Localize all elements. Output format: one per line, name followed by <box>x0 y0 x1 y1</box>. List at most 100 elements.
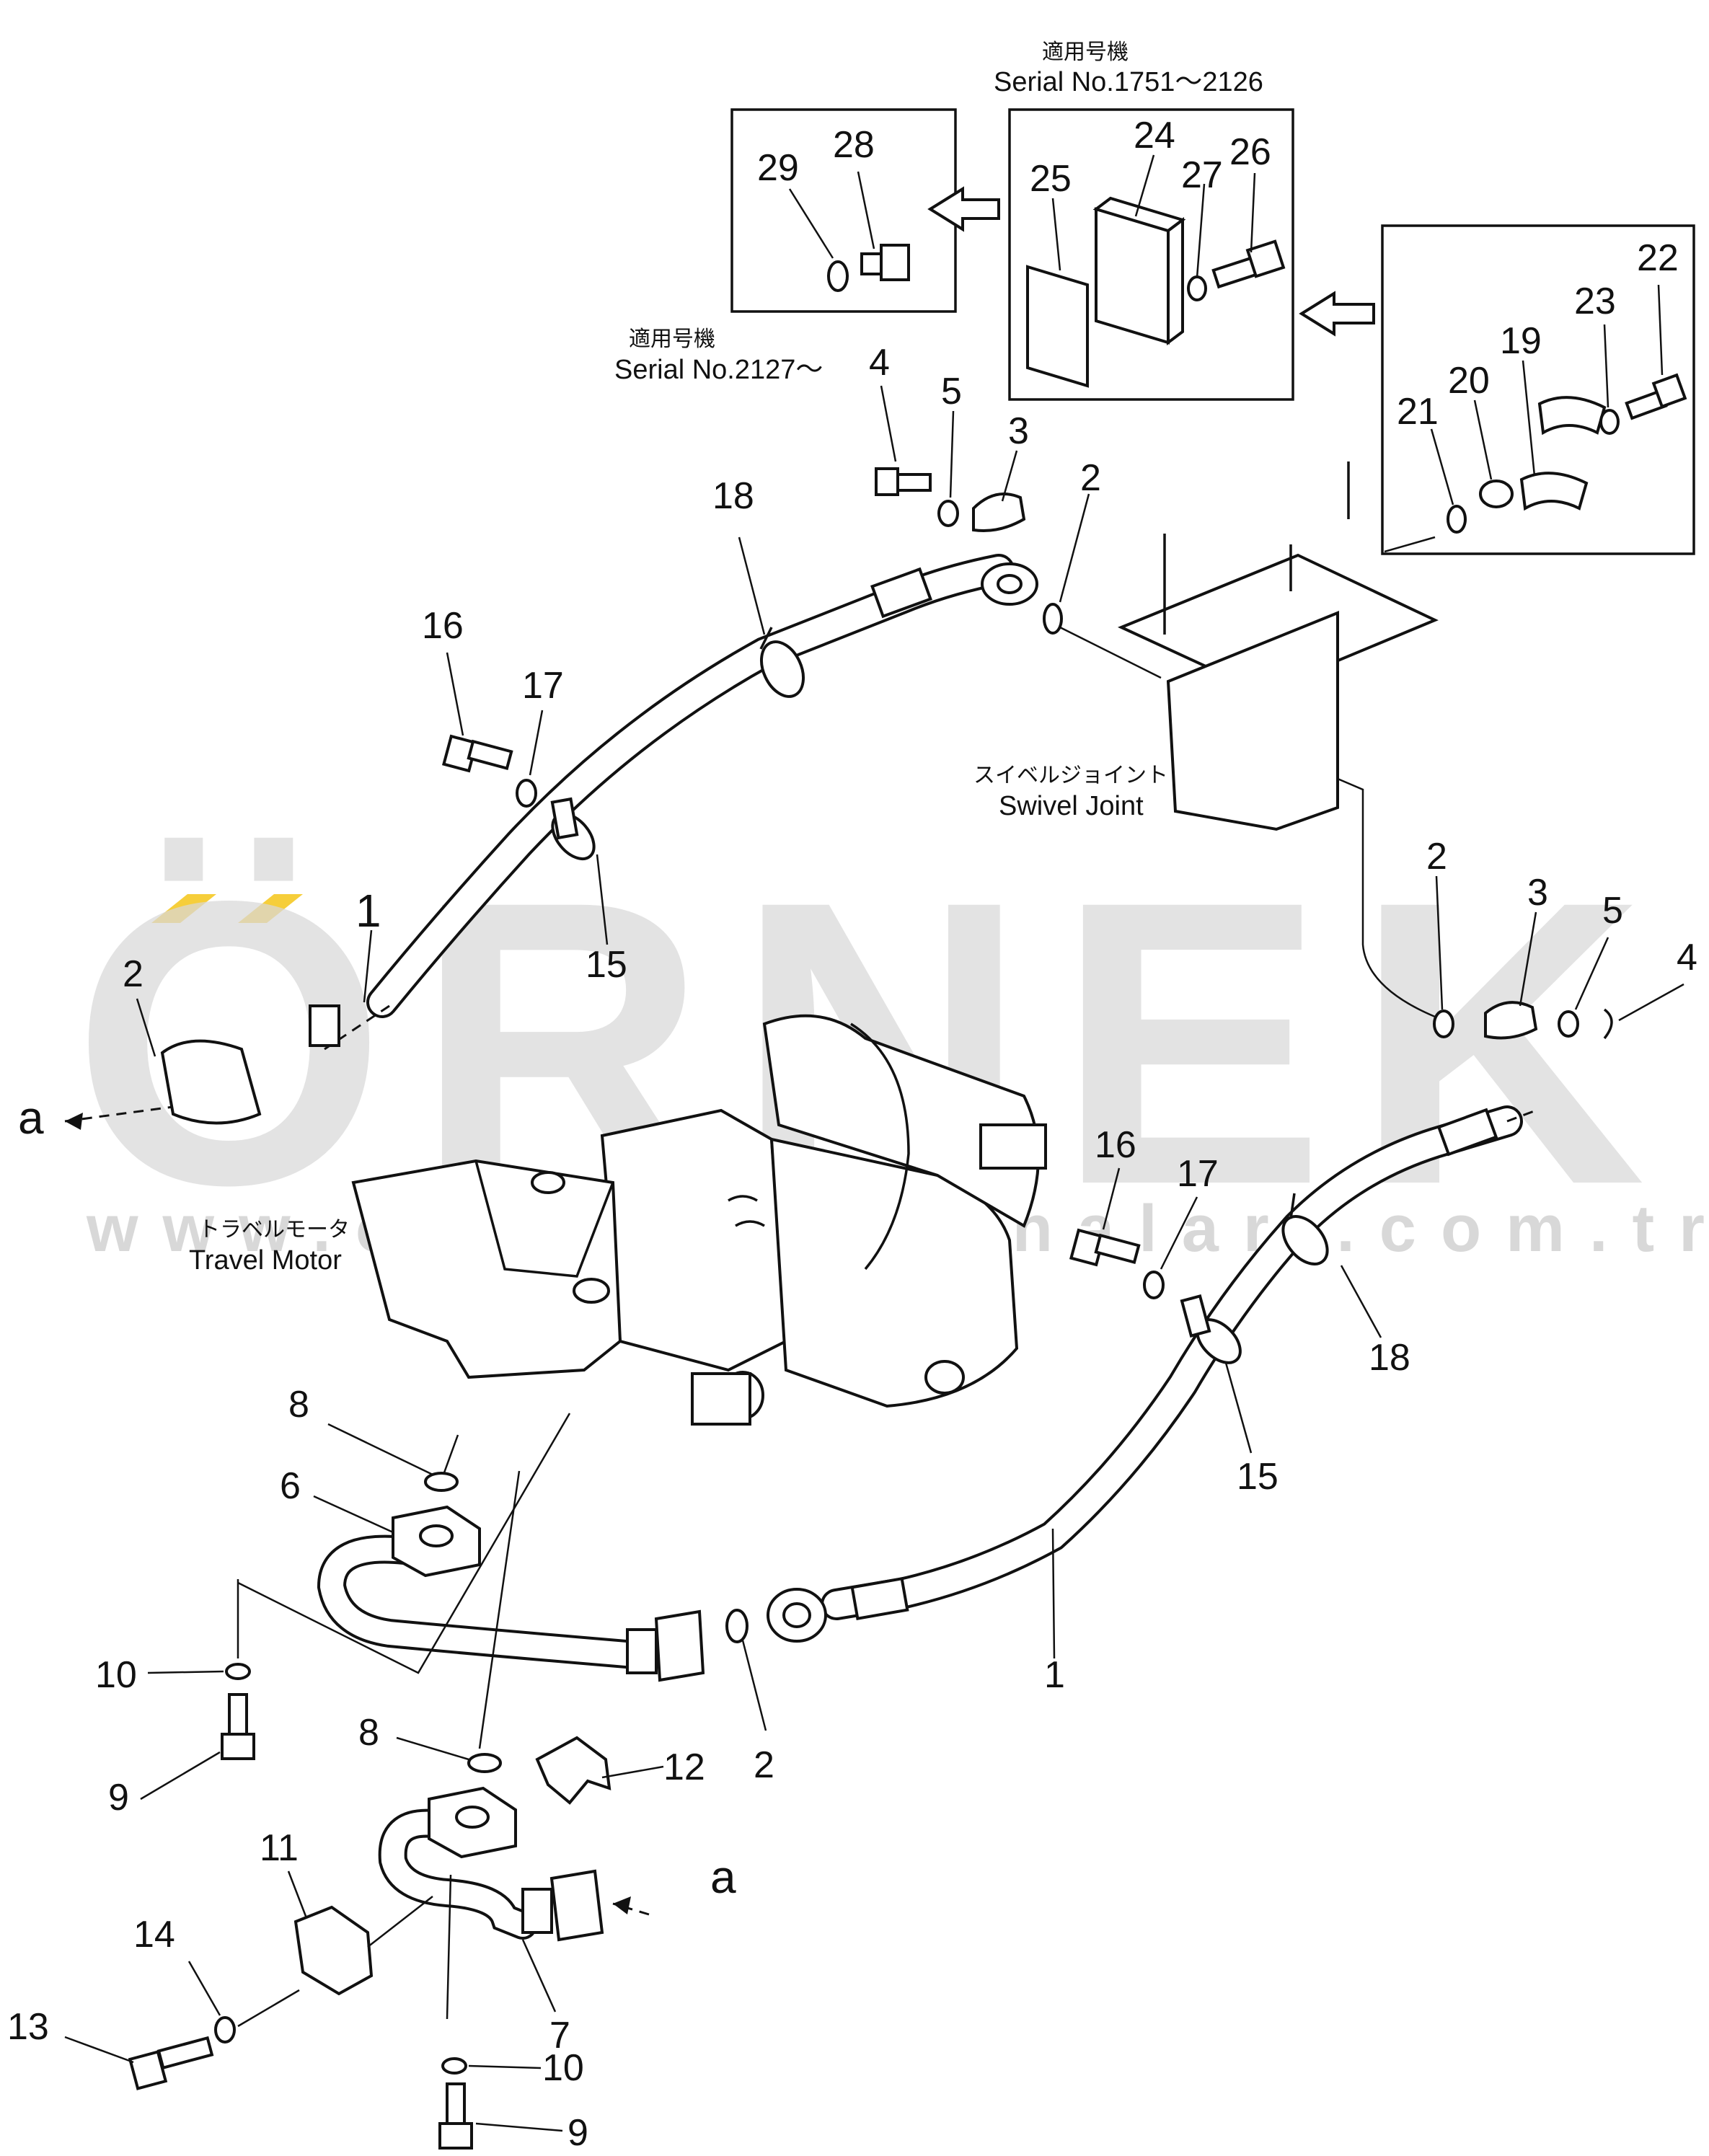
clamp-15-upper <box>550 797 596 860</box>
callout-3-right: 3 <box>1527 872 1548 914</box>
o-ring-icon-3 <box>1043 603 1063 635</box>
watermark-accent-left <box>151 894 216 923</box>
swivel-joint <box>1117 461 1439 831</box>
inset-box-split-flange <box>1381 224 1695 555</box>
callout-24: 24 <box>1134 115 1175 156</box>
hose-fitting-lower <box>767 1108 1498 1643</box>
ref-a-lower: a <box>710 1851 736 1903</box>
callout-12: 12 <box>663 1746 705 1788</box>
callout-6: 6 <box>280 1465 301 1507</box>
clamp-18-lower <box>1281 1193 1329 1265</box>
callout-8-upper: 8 <box>288 1384 309 1426</box>
travel-motor-en: Travel Motor <box>189 1245 342 1276</box>
callout-labels: 28 29 24 25 26 27 22 23 19 20 21 4 5 3 2… <box>7 115 1697 2154</box>
bolt-icon-9 <box>438 2082 473 2150</box>
bolt-icon-5 <box>1603 1008 1613 1040</box>
callout-28: 28 <box>833 124 875 166</box>
flange-7 <box>428 1786 517 1859</box>
arrow-left-icon <box>927 186 1000 232</box>
bolt-icon <box>1211 239 1286 289</box>
o-ring-icon-7 <box>467 1753 502 1773</box>
callout-15-lower: 15 <box>1237 1456 1279 1498</box>
arrow-left-icon-2 <box>1299 291 1375 337</box>
callout-9-upper: 9 <box>108 1777 129 1819</box>
tube-7 <box>381 1811 534 1937</box>
callout-14: 14 <box>133 1914 175 1956</box>
left-fitting <box>160 1004 340 1125</box>
clamp-12 <box>535 1736 611 1805</box>
callout-26: 26 <box>1229 131 1271 173</box>
washer-icon-7 <box>225 1663 251 1680</box>
callout-29: 29 <box>757 147 799 189</box>
callout-16-lower: 16 <box>1095 1124 1136 1166</box>
callout-18-upper: 18 <box>712 475 754 517</box>
callout-16-upper: 16 <box>422 605 464 647</box>
inset-box-cover <box>1008 108 1294 401</box>
clamp-15-lower <box>1180 1294 1242 1364</box>
split-flange-lower-icon <box>1519 472 1589 511</box>
clamp-11 <box>293 1905 374 1996</box>
flange-6-end <box>626 1609 705 1682</box>
split-flange-icon-3 <box>972 492 1026 532</box>
backup-ring-icon <box>1479 480 1514 508</box>
swivel-joint-jp: スイベルジョイント <box>973 763 1168 788</box>
callout-18-lower: 18 <box>1369 1337 1410 1379</box>
bolt-icon-7 <box>221 1693 255 1760</box>
washer-icon-6 <box>1143 1271 1165 1299</box>
callout-20: 20 <box>1448 360 1490 402</box>
callout-3-upper: 3 <box>1008 410 1029 452</box>
washer-icon-4 <box>516 779 537 808</box>
plug-icon <box>860 244 910 281</box>
split-flange-upper-icon <box>1537 396 1607 436</box>
travel-motor <box>351 1014 1047 1426</box>
hose-fitting-upper <box>870 562 1038 619</box>
callout-2-upper: 2 <box>1080 457 1101 499</box>
callout-22: 22 <box>1637 237 1679 279</box>
o-ring-icon-6 <box>725 1609 748 1643</box>
washer-icon-9 <box>441 2057 467 2075</box>
callout-7: 7 <box>549 2015 570 2056</box>
serial-note-a-en: Serial No.1751～2126 <box>994 67 1263 97</box>
gasket-icon <box>1026 265 1089 388</box>
bolt-icon-8 <box>128 2036 214 2090</box>
hose-lower <box>823 1108 1520 1617</box>
callout-10-upper: 10 <box>95 1654 137 1696</box>
callout-17-lower: 17 <box>1177 1153 1219 1195</box>
flange-7-end <box>521 1869 604 1942</box>
callout-8-lower: 8 <box>358 1712 379 1754</box>
callout-11: 11 <box>260 1827 299 1869</box>
cover-plate-icon <box>1095 207 1170 345</box>
callout-13: 13 <box>7 2006 49 2048</box>
callout-2-left: 2 <box>123 953 143 995</box>
o-ring-icon-2 <box>1447 505 1467 534</box>
bolt-icon-2 <box>1625 373 1687 420</box>
washer-icon-3 <box>937 500 959 527</box>
bolt-icon-4 <box>441 734 513 773</box>
callout-21: 21 <box>1397 391 1439 433</box>
bolt-icon-3 <box>875 467 932 496</box>
callout-5-right: 5 <box>1602 890 1623 932</box>
callout-15-upper: 15 <box>586 944 627 986</box>
callout-5-upper: 5 <box>941 371 962 412</box>
callout-23: 23 <box>1574 280 1616 322</box>
callout-17-upper: 17 <box>522 665 564 707</box>
serial-note-b-jp: 適用号機 <box>629 327 715 352</box>
clamp-18-upper <box>759 627 805 698</box>
travel-motor-jp: トラベルモータ <box>198 1217 350 1242</box>
serial-note-b-en: Serial No.2127～ <box>614 355 823 385</box>
callout-1-upper: 1 <box>356 885 381 937</box>
split-flange-icon-4 <box>1484 1001 1538 1040</box>
swivel-joint-en: Swivel Joint <box>999 791 1144 821</box>
watermark-accent-right <box>238 894 303 923</box>
washer-icon <box>1187 275 1207 301</box>
ref-a-left: a <box>18 1092 44 1144</box>
callout-1-lower: 1 <box>1044 1654 1065 1696</box>
callout-10-lower: 10 <box>542 2047 584 2089</box>
bolt-icon-6 <box>1069 1228 1141 1267</box>
serial-note-a-jp: 適用号機 <box>1042 40 1129 65</box>
callout-2-right: 2 <box>1426 836 1447 878</box>
tube-6 <box>319 1537 646 1666</box>
o-ring-icon-4 <box>1433 1009 1454 1038</box>
callout-9-lower: 9 <box>568 2112 588 2154</box>
